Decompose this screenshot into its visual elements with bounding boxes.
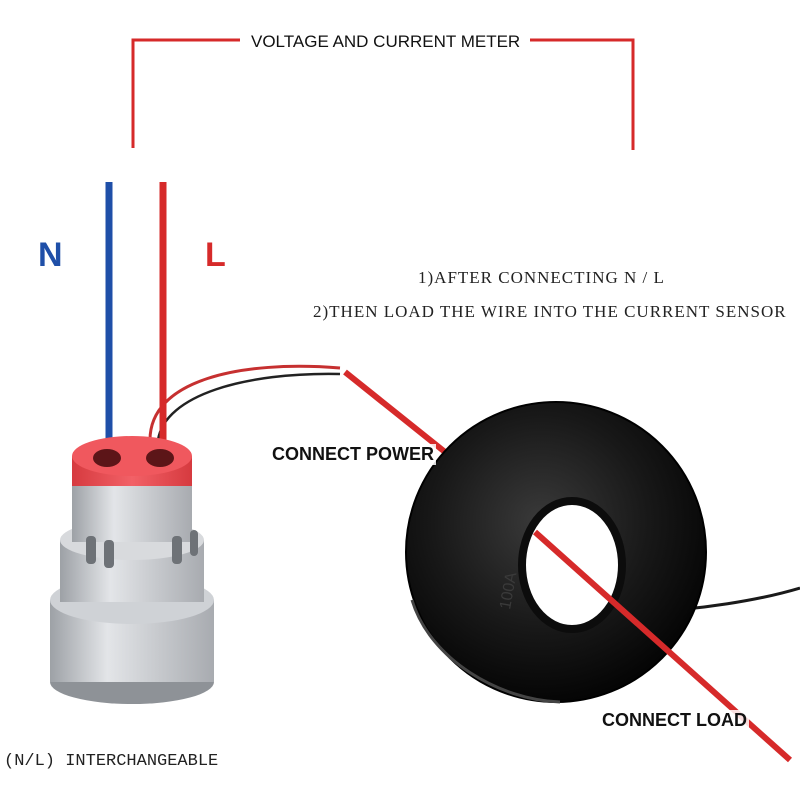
- diagram-title: VOLTAGE AND CURRENT METER: [247, 32, 525, 52]
- live-label: L: [205, 236, 226, 274]
- meter-body: [50, 436, 214, 704]
- sensor-lead-red: [148, 364, 341, 441]
- interchangeable-note: (N/L) INTERCHANGEABLE: [4, 752, 219, 771]
- meter-bracket: [131, 38, 635, 150]
- neutral-label: N: [38, 236, 63, 274]
- step-2-text: 2)THEN LOAD THE WIRE INTO THE CURRENT SE…: [313, 302, 787, 321]
- sensor-lead-black: [156, 372, 341, 441]
- connect-power-label: CONNECT POWER: [270, 444, 436, 465]
- connect-load-label: CONNECT LOAD: [600, 710, 749, 731]
- step-1-text: 1)AFTER CONNECTING N / L: [418, 268, 665, 287]
- sensor-marking: 100A: [497, 571, 520, 611]
